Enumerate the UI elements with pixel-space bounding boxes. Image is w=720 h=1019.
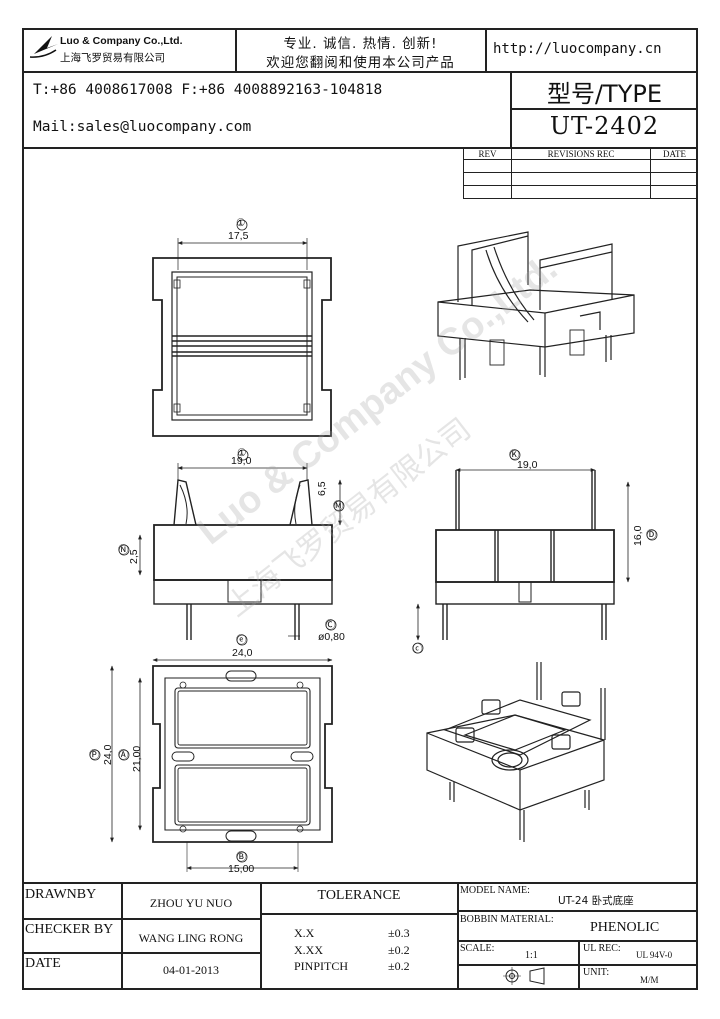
slogan-line-2: 欢迎您翻阅和使用本公司产品 (266, 55, 455, 71)
checker-label: CHECKER BY (25, 922, 114, 937)
bottom-view-callout-b: Ⓑ (236, 851, 247, 863)
header-bottom-line (22, 147, 698, 149)
ul-label: UL REC: (583, 943, 621, 954)
title-block-col-3 (457, 883, 459, 990)
mail-text[interactable]: Mail:sales@luocompany.com (33, 119, 252, 135)
side-view-callout-d: Ⓓ (646, 529, 657, 541)
tolerance-row-3-value: ±0.2 (388, 959, 410, 973)
revision-header-rev: REV (478, 149, 497, 159)
revision-row-line-2 (463, 185, 698, 186)
front-view-callout-c: Ⓒ (325, 619, 336, 631)
top-view-callout: ① (236, 217, 246, 229)
revision-left-border (463, 147, 465, 199)
website-link[interactable]: http://luocompany.cn (493, 41, 662, 57)
title-block-row-2 (22, 952, 260, 954)
front-view-dim-n: 2,5 (128, 549, 140, 564)
bottom-view-bottom: 15,00 (228, 863, 255, 875)
scale-label: SCALE: (460, 943, 495, 954)
revision-col-divider-1 (511, 147, 512, 199)
revision-col-divider-2 (650, 147, 651, 199)
side-view-width: 19,0 (517, 459, 538, 471)
model-number: UT-2402 (549, 112, 660, 140)
material-row-line (457, 940, 698, 942)
front-view-callout-m: Ⓜ (333, 500, 344, 512)
title-block-top (22, 882, 698, 884)
tolerance-label: TOLERANCE (317, 888, 401, 903)
model-row-line (457, 910, 698, 912)
tolerance-row-2-name: X.XX (294, 943, 323, 957)
slogan-line-1: 专业. 诚信. 热情. 创新! (283, 36, 438, 52)
header-divider (22, 71, 698, 73)
unit-value: M/M (640, 975, 659, 985)
front-view-dim-c: ø0,80 (318, 631, 345, 643)
type-label: 型号/TYPE (546, 80, 663, 108)
bobbin-value: PHENOLIC (590, 920, 660, 935)
logo-divider (235, 28, 237, 72)
date-label: DATE (25, 956, 61, 971)
drawing-sheet (22, 28, 698, 990)
title-block-row-1 (22, 918, 260, 920)
side-view-height: 16,0 (632, 525, 644, 546)
front-view-callout: ① (237, 447, 247, 459)
scale-row-line (457, 964, 698, 966)
type-divider (510, 71, 512, 149)
ul-value: UL 94V-0 (636, 950, 673, 960)
revision-header-date: DATE (663, 149, 686, 159)
drawnby-label: DRAWNBY (25, 887, 97, 902)
bottom-view-width: 24,0 (232, 647, 253, 659)
revision-header-line (463, 159, 698, 160)
date-value: 04-01-2013 (163, 963, 219, 977)
tolerance-row-1-name: X.X (294, 926, 315, 940)
top-view-width: 17,5 (228, 230, 249, 242)
title-block-col-1 (121, 883, 123, 990)
tolerance-header-line (260, 913, 457, 915)
checker-value: WANG LING RONG (138, 931, 244, 945)
model-name-label: MODEL NAME: (460, 885, 530, 896)
drawnby-value: ZHOU YU NUO (149, 896, 233, 910)
bobbin-label: BOBBIN MATERIAL: (460, 914, 554, 925)
revision-bottom-line (463, 198, 698, 199)
bottom-view-callout-a: Ⓐ (118, 749, 129, 761)
tolerance-row-3-name: PINPITCH (294, 959, 349, 973)
ul-col-line (578, 940, 580, 990)
side-view-callout-k: Ⓚ (509, 449, 520, 461)
scale-value: 1:1 (525, 950, 538, 961)
front-view-callout-n: Ⓝ (118, 544, 129, 556)
company-name-cn: 上海飞罗贸易有限公司 (60, 52, 165, 64)
front-view-width: 19,0 (231, 455, 252, 467)
revision-header-rec: REVISIONS REC (547, 149, 615, 159)
bottom-view-callout-f: Ⓟ (89, 749, 100, 761)
bottom-view-inner: 21,00 (131, 745, 143, 772)
bottom-view-height: 24,0 (102, 744, 114, 765)
title-block-col-2 (260, 883, 262, 990)
side-view-callout-bottom: ⓒ (412, 643, 423, 655)
tolerance-row-2-value: ±0.2 (388, 943, 410, 957)
tolerance-row-1-value: ±0.3 (388, 926, 410, 940)
bottom-view-callout: ⓔ (236, 634, 247, 646)
type-mid-line (510, 108, 698, 110)
front-view-dim-m: 6,5 (316, 481, 328, 496)
model-name-value: UT-24 卧式底座 (558, 895, 634, 907)
revision-row-line-1 (463, 172, 698, 173)
slogan-divider (485, 28, 487, 72)
company-name: Luo & Company Co.,Ltd. (60, 35, 183, 47)
phone-fax-text: T:+86 4008617008 F:+86 4008892163-104818 (33, 82, 383, 98)
unit-label: UNIT: (583, 967, 610, 978)
